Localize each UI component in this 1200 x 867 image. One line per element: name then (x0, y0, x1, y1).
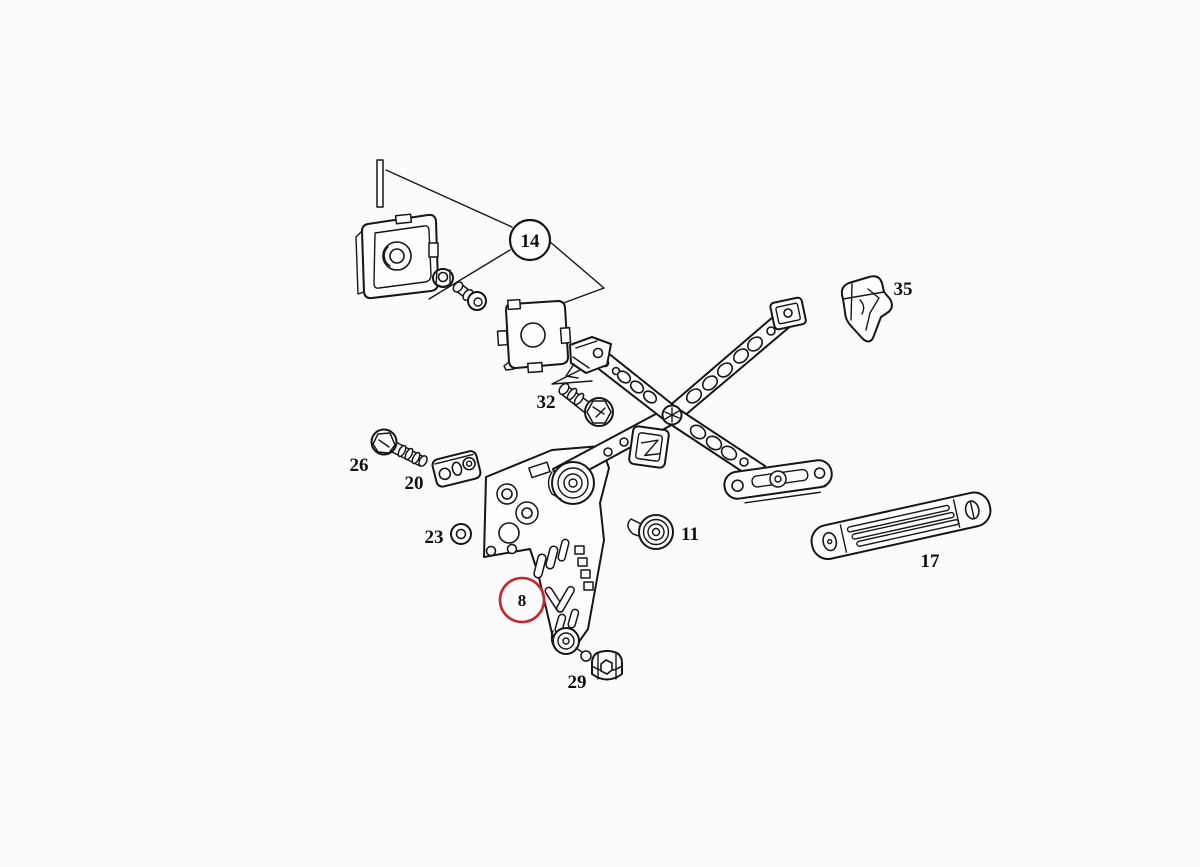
small-nut (432, 268, 454, 288)
guide-pad-front (628, 425, 670, 469)
lock-plate (496, 298, 572, 374)
part-label-17: 17 (921, 551, 941, 572)
rivet-pin (452, 281, 487, 311)
bolt-26 (370, 428, 428, 467)
washer-23 (450, 523, 472, 545)
guide-rail-17 (810, 491, 992, 560)
flange-nut-29 (591, 650, 623, 681)
lower-link (723, 459, 833, 504)
scissor-arm-rear (552, 304, 800, 486)
guide-bracket (355, 213, 439, 300)
guide-pad-top (769, 296, 807, 331)
callout-14: 14 (508, 218, 552, 262)
part-label-8: 8 (518, 591, 527, 610)
part-label-35: 35 (894, 279, 913, 300)
part-label-11: 11 (681, 524, 699, 545)
bolt-32 (558, 382, 614, 427)
spacer-bracket-20 (431, 450, 482, 488)
part-label-23: 23 (425, 527, 444, 548)
arm-end-bracket (565, 336, 612, 379)
guide-pin-bar (376, 159, 384, 208)
part-label-26: 26 (350, 455, 369, 476)
part-label-32: 32 (537, 392, 556, 413)
roller-grommet-11 (627, 514, 674, 550)
leader-lines-14 (385, 169, 605, 306)
part-label-20: 20 (405, 473, 424, 494)
pivot-rivet (661, 404, 683, 426)
cable-drum-pulley (547, 461, 595, 505)
callout-8-highlight: 8 (498, 576, 546, 624)
part-label-29: 29 (568, 672, 587, 693)
leader-lines-32 (551, 366, 593, 385)
retaining-clip-35 (840, 275, 893, 343)
part-label-14: 14 (521, 231, 541, 252)
